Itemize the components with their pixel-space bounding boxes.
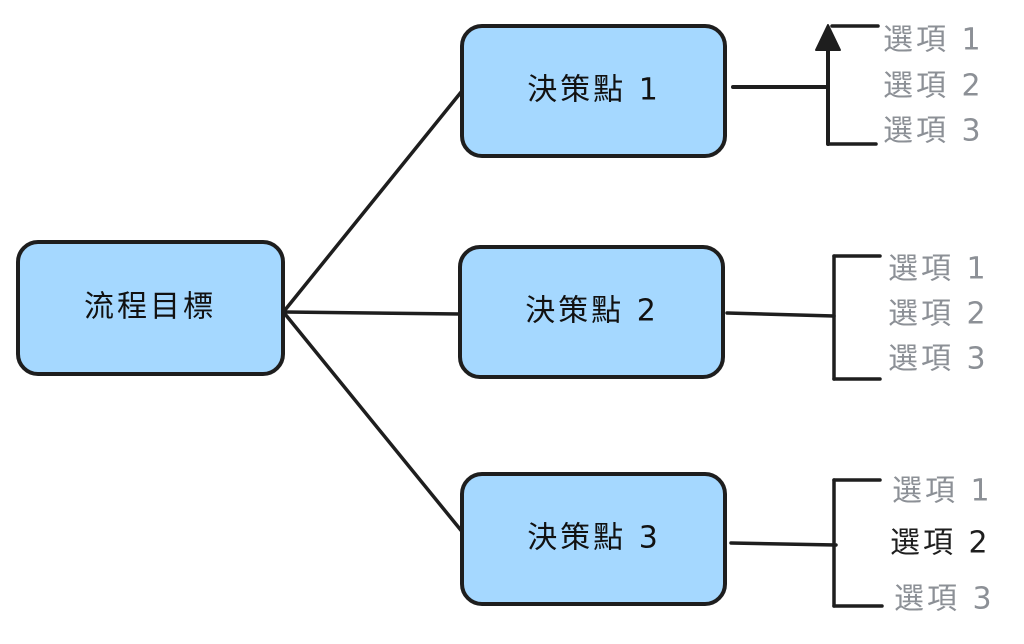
decision-label-2: 決策點 2 (525, 294, 659, 329)
decision-box-3 (460, 472, 727, 606)
options-group-2: 選項 1 選項 2 選項 3 (888, 252, 989, 377)
connector-goal-to-decision-1 (283, 84, 468, 312)
option-label[interactable]: 選項 3 (883, 114, 984, 149)
goal-node[interactable]: 流程目標 (16, 240, 285, 376)
option-label[interactable]: 選項 1 (883, 23, 984, 58)
connector-goal-to-decision-3 (283, 312, 466, 536)
option-label[interactable]: 選項 2 (883, 69, 984, 104)
arrow-head-icon (815, 24, 841, 51)
options-bracket-3 (729, 478, 884, 608)
connector-goal-to-decision-2 (283, 310, 462, 316)
decision-label-1: 決策點 1 (527, 73, 661, 108)
options-bracket-1 (731, 24, 880, 146)
decision-node-1[interactable]: 決策點 1 (460, 24, 727, 158)
decision-label-3: 決策點 3 (527, 521, 661, 556)
decision-node-3[interactable]: 決策點 3 (460, 472, 727, 606)
option-label[interactable]: 選項 1 (892, 474, 993, 509)
bracket-stem-2 (725, 311, 836, 318)
decision-box-1 (460, 24, 727, 158)
option-label[interactable]: 選項 2 (888, 297, 989, 332)
goal-box (16, 240, 285, 376)
options-bracket-2 (725, 254, 882, 381)
options-group-1: 選項 1 選項 2 選項 3 (883, 23, 984, 149)
decision-node-2[interactable]: 決策點 2 (458, 245, 725, 379)
option-label-selected[interactable]: 選項 2 (890, 526, 991, 561)
options-group-3: 選項 1 選項 2 選項 3 (890, 474, 995, 617)
option-label[interactable]: 選項 3 (894, 582, 995, 617)
goal-label: 流程目標 (84, 290, 216, 325)
option-label[interactable]: 選項 3 (888, 342, 989, 377)
bracket-stem-3 (729, 541, 838, 547)
option-label[interactable]: 選項 1 (888, 252, 989, 287)
decision-box-2 (458, 245, 725, 379)
goal-connectors (283, 84, 468, 536)
